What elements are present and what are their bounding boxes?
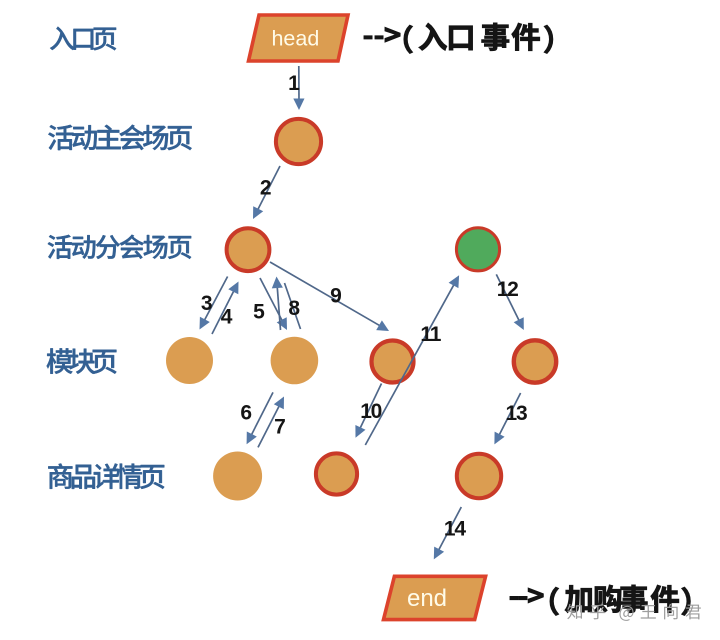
svg-text:12: 12 xyxy=(497,278,518,301)
svg-text:head: head xyxy=(271,27,319,51)
svg-text:8: 8 xyxy=(288,297,300,320)
svg-text:11: 11 xyxy=(420,323,441,346)
svg-text:9: 9 xyxy=(330,285,342,308)
svg-text:3: 3 xyxy=(201,292,213,315)
svg-text:7: 7 xyxy=(274,415,286,438)
svg-text:10: 10 xyxy=(360,400,381,423)
svg-text:2: 2 xyxy=(260,177,272,200)
svg-text:end: end xyxy=(407,585,447,612)
svg-text:4: 4 xyxy=(221,306,233,329)
svg-text:1: 1 xyxy=(288,72,300,95)
svg-text:13: 13 xyxy=(506,402,527,425)
svg-text:6: 6 xyxy=(240,402,252,425)
svg-text:5: 5 xyxy=(253,301,265,324)
svg-text:14: 14 xyxy=(444,518,466,541)
